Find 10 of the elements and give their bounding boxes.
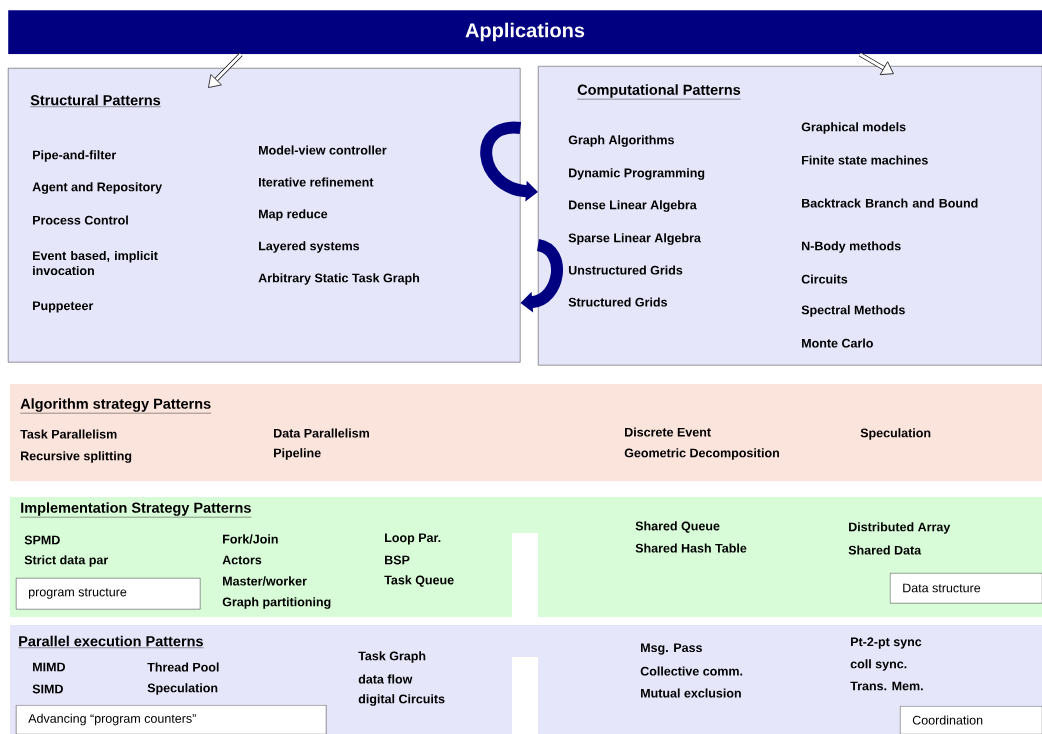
label-box: program structure — [16, 578, 201, 610]
arrow — [208, 52, 243, 88]
pattern-band: Algorithm strategy Patterns Task Parallelism Recursive splitting Data Parallelism Pipeline Discrete Event Geometric Decomposition Speculation — [10, 384, 1042, 481]
pattern-panel: Structural Patterns Pipe-and-filter Agent and Repository Process Control Event based, implicit invocation Puppeteer Model-view controller Iterative refinement Map reduce Layered systems Arbitrary Static Task Graph — [8, 68, 521, 363]
title-bar: Applications — [8, 10, 1042, 55]
pattern-panel: Computational Patterns Graph Algorithms Dynamic Programming Dense Linear Algebra Sparse Linear Algebra Unstructured Grids Structured Grids Graphical models Finite state machines Backtrack Branch and Bound N-Body methods Circuits Spectral Methods Monte Carlo — [538, 66, 1042, 366]
label-box: Coordination — [900, 706, 1042, 734]
label-box: Data structure — [890, 573, 1042, 604]
arrow — [858, 52, 894, 75]
label-box: Advancing “program counters” — [16, 705, 327, 734]
